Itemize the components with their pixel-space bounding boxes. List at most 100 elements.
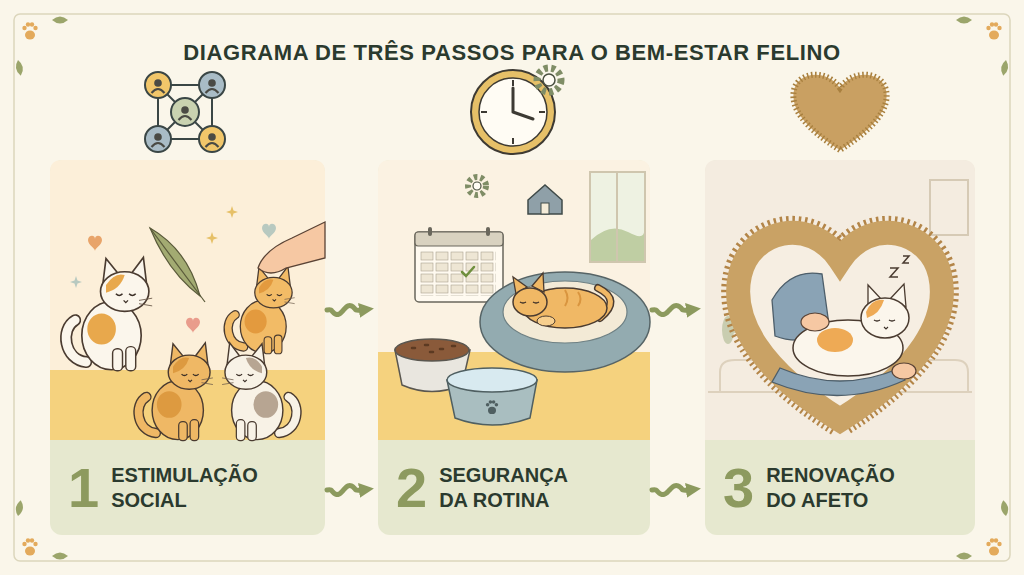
social-play-illustration [70,276,82,288]
affection-illustration [866,300,884,318]
affection-illustration [861,298,909,338]
routine-clock-icon [543,74,555,86]
connector-arrow [652,306,689,315]
routine-clock-icon [537,68,561,92]
panel-cards [378,160,650,535]
routine-clock-icon [513,88,533,119]
panel-cards [50,160,325,440]
routine-illustration [565,290,581,306]
affection-illustration [738,233,942,420]
routine-clock-icon [473,182,481,190]
social-play-illustration [50,206,325,441]
social-network-icon [206,133,219,147]
frame-decoration [22,538,37,555]
social-network-icon [199,72,225,98]
routine-illustration [428,227,432,236]
social-play-illustration [139,343,213,441]
frame-decoration [22,22,37,39]
frame-decoration [1000,59,1010,76]
panel-cards [378,160,650,440]
frame-decoration [986,538,1001,555]
connector-arrow [652,486,689,495]
step-caption: 3RENOVAÇÃO DO AFETO [723,440,965,535]
panel-cards [705,160,975,535]
routine-illustration [395,339,469,361]
connector-arrow [327,306,362,315]
step-label: SEGURANÇA DA ROTINA [439,463,594,513]
step-number: 2 [396,460,427,516]
step-panel: 3RENOVAÇÃO DO AFETO [705,160,975,535]
affection-illustration [772,273,830,340]
frame-decoration [15,500,25,517]
routine-clock-icon [468,68,562,214]
social-play-illustration [228,266,295,354]
routine-illustration [378,172,650,440]
social-network-icon [206,79,219,93]
panel-cards [50,160,325,535]
routine-illustration [447,368,537,392]
routine-clock-icon [481,80,545,144]
routine-illustration [520,302,539,303]
affection-illustration [801,313,829,331]
routine-illustration [616,172,618,262]
affection-heart-icon [793,75,886,150]
step-label: ESTIMULAÇÃO SOCIAL [111,463,266,513]
social-network-icon [145,72,225,152]
routine-clock-icon [468,177,486,195]
step-label: RENOVAÇÃO DO AFETO [766,463,921,513]
routine-clock-icon [471,70,555,154]
frame-decoration [1000,500,1010,517]
routine-illustration [462,267,474,276]
affection-heart-icon [793,75,886,150]
social-play-illustration [258,222,325,273]
frame-decoration [986,22,1001,39]
affection-illustration [874,320,895,321]
routine-clock-icon [528,185,562,214]
step-caption: 2SEGURANÇA DA ROTINA [396,440,640,535]
social-play-illustration [262,224,276,239]
social-play-illustration [226,206,238,218]
social-play-illustration [222,343,296,441]
social-play-illustration [88,236,102,251]
panel-cards [50,160,975,535]
routine-illustration [503,281,627,343]
routine-clock-icon [541,203,549,214]
frame-decoration [14,14,1010,561]
routine-illustration [420,251,496,296]
routine-illustration [412,345,455,352]
social-play-illustration [150,228,205,302]
frame-decoration [14,14,1010,561]
frame-decoration [52,553,68,560]
routine-illustration [415,232,503,302]
social-network-icon [171,98,199,126]
affection-illustration [708,180,972,420]
step-number: 1 [68,460,99,516]
affection-illustration [884,327,888,329]
step-number: 3 [723,460,754,516]
diagram-title: DIAGRAMA DE TRÊS PASSOS PARA O BEM-ESTAR… [0,40,1024,66]
routine-illustration [486,400,498,414]
affection-illustration [890,256,909,277]
connector-arrow [327,486,362,495]
affection-illustration [930,180,968,235]
social-network-icon [152,79,165,93]
social-network-icon [179,106,192,120]
affection-illustration [738,233,942,420]
step-caption: 1ESTIMULAÇÃO SOCIAL [68,440,315,535]
social-network-icon [152,133,165,147]
social-play-illustration [66,258,152,371]
routine-illustration [486,227,490,236]
affection-illustration [817,328,853,352]
social-play-illustration [186,318,200,333]
affection-illustration [772,368,905,396]
routine-illustration [480,272,650,372]
social-network-icon [145,126,171,152]
routine-illustration [590,172,645,262]
step-panel: 1ESTIMULAÇÃO SOCIAL [50,160,325,535]
frame-decoration [15,59,25,76]
frame-decoration [52,17,68,24]
frame-decoration [956,17,972,24]
routine-illustration [513,288,547,316]
